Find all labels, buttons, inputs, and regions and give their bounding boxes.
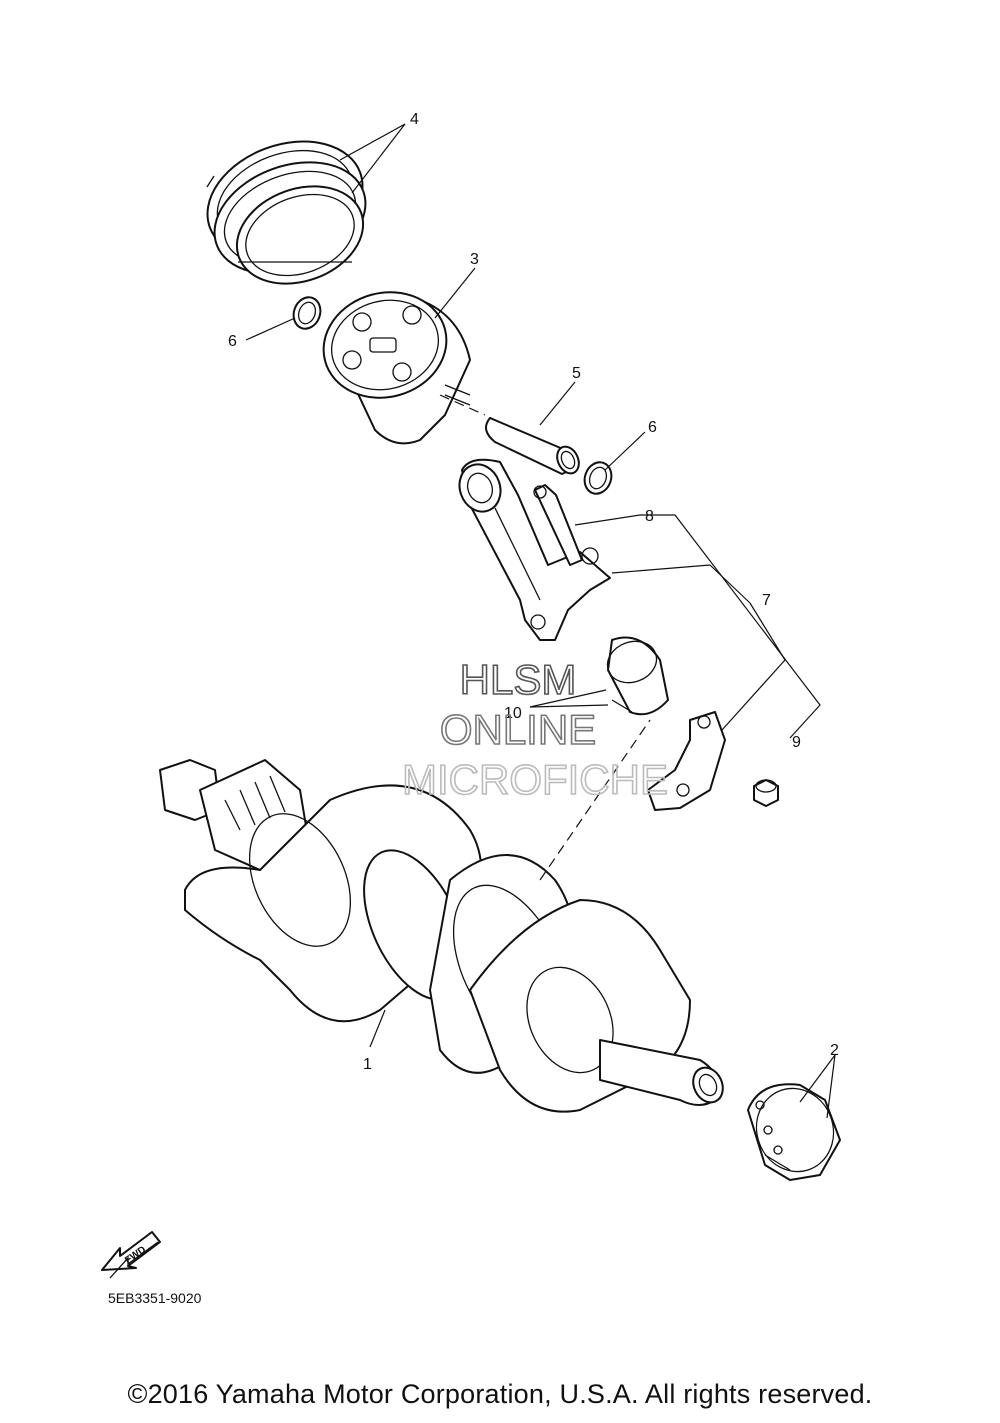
conrod-bearing-upper	[606, 636, 669, 716]
piston	[322, 291, 486, 445]
callout-9: 9	[792, 734, 801, 751]
piston-pin	[485, 417, 580, 475]
main-bearing	[747, 1083, 841, 1181]
copyright-notice: ©2016 Yamaha Motor Corporation, U.S.A. A…	[127, 1379, 873, 1409]
callout-5: 5	[572, 365, 581, 382]
callout-4: 4	[410, 111, 419, 128]
watermark-line-3: MICROFICHE	[402, 756, 668, 803]
callout-1: 1	[363, 1056, 372, 1073]
diagram-code: 5EB3351-9020	[108, 1290, 202, 1306]
fwd-arrow-icon: FWD	[101, 1231, 161, 1279]
conrod-cap	[647, 711, 726, 811]
callout-6-left: 6	[228, 333, 237, 350]
connecting-rod	[458, 458, 611, 641]
callout-8: 8	[645, 508, 654, 525]
callout-7: 7	[762, 592, 771, 609]
leader-lines	[245, 123, 836, 1119]
watermark: HLSM ONLINE MICROFICHE	[401, 655, 669, 804]
callout-6-right: 6	[648, 419, 657, 436]
watermark-line-2: ONLINE	[440, 706, 596, 753]
callout-3: 3	[470, 251, 479, 268]
conrod-nut	[753, 779, 779, 807]
crankshaft	[159, 719, 724, 1113]
watermark-line-1: HLSM	[460, 656, 577, 703]
callout-10: 10	[504, 705, 522, 722]
piston-pin-clips	[292, 296, 613, 495]
piston-ring-set	[206, 140, 367, 285]
callout-2: 2	[830, 1042, 839, 1059]
